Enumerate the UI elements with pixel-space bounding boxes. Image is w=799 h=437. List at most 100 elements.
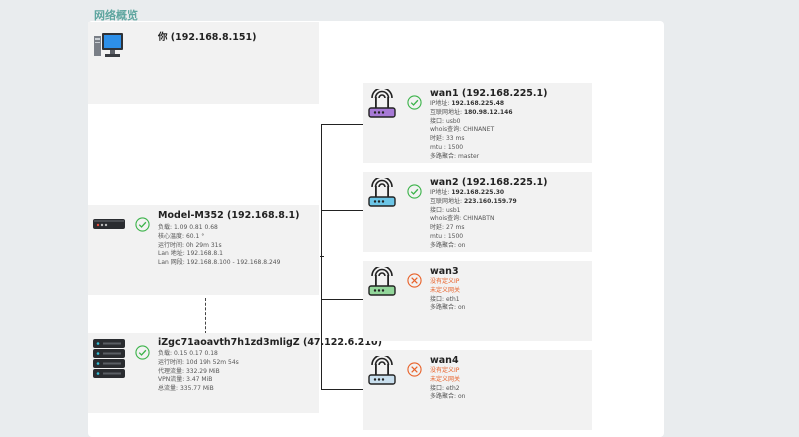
wan-card-2[interactable]: wan2 (192.168.225.1)IP地址: 192.168.225.30… — [363, 172, 592, 252]
wifi-router-icon — [368, 267, 396, 296]
wan-info-label: IP地址: — [430, 100, 452, 107]
page-title: 网络概览 — [94, 9, 138, 22]
router-card[interactable]: Model-M352 (192.168.8.1) 负载: 1.09 0.81 0… — [88, 205, 319, 295]
router-info-row: Lan 地址: 192.168.8.1 — [158, 250, 223, 258]
wan-info-label: mtu : — [430, 232, 448, 240]
wan-info-row: 接口: usb0 — [430, 118, 513, 127]
wan-info-row: IP地址: 192.168.225.30 — [430, 189, 517, 198]
check-circle-icon — [407, 184, 422, 199]
wifi-router-icon — [368, 356, 396, 385]
wan-info-value: on — [457, 304, 466, 312]
wan-info-row: 多路聚合: master — [430, 153, 513, 162]
wan-info-row: whois查询: CHINABTN — [430, 215, 517, 224]
wan-info-row: 多路聚合: on — [430, 393, 465, 402]
server-title: iZgc71aoavth7h1zd3mligZ (47.122.6.210) — [158, 337, 382, 348]
wan-info-label: 多路聚合: — [430, 304, 458, 312]
wifi-router-icon — [368, 89, 396, 118]
check-circle-icon — [135, 217, 150, 232]
client-card[interactable]: 你 (192.168.8.151) — [88, 22, 319, 104]
wan-info-label: mtu : — [430, 143, 448, 151]
desktop-computer-icon — [94, 33, 123, 57]
wan-info-value: master — [457, 152, 480, 160]
wan-warning-text: 未定义网关 — [430, 375, 461, 383]
wan-info-value: 223.160.159.79 — [463, 197, 517, 205]
router-info: 负载: 1.09 0.81 0.68 核心温度: 60.1 ° 运行时间: 0h… — [158, 224, 280, 268]
trunk-line — [321, 124, 322, 390]
wan-info-row: 互联网地址: 223.160.159.79 — [430, 198, 517, 207]
router-info-row: Lan 网段: 192.168.8.100 - 192.168.8.249 — [158, 259, 281, 267]
server-card[interactable]: iZgc71aoavth7h1zd3mligZ (47.122.6.210) 负… — [88, 333, 382, 413]
wan-info-row: 多路聚合: on — [430, 304, 465, 313]
server-info: 负载: 0.15 0.17 0.18 运行时间: 10d 19h 52m 54s… — [158, 350, 239, 394]
wan2-link-line — [321, 210, 365, 211]
wan-info-label: 接口: — [430, 206, 446, 214]
wan-info-value: usb0 — [445, 117, 461, 125]
router-info-row: 核心温度: 60.1 ° — [158, 232, 205, 240]
wan-info-row: 接口: usb1 — [430, 207, 517, 216]
check-circle-icon — [407, 95, 422, 110]
router-link-line — [320, 256, 324, 257]
wan-info-value: eth1 — [445, 295, 460, 303]
x-circle-icon — [407, 273, 422, 288]
server-info-row: 运行时间: 10d 19h 52m 54s — [158, 358, 239, 366]
wan-card-1[interactable]: wan1 (192.168.225.1)IP地址: 192.168.225.48… — [363, 83, 592, 163]
client-title: 你 (192.168.8.151) — [158, 32, 257, 43]
wan-info-value: usb1 — [445, 206, 461, 214]
wan-info-value: CHINANET — [463, 126, 495, 134]
wan-title: wan2 (192.168.225.1) — [430, 177, 548, 188]
wan-info-value: 1500 — [447, 232, 464, 240]
wan-info-row: 时延: 27 ms — [430, 224, 517, 233]
wan-warning-text: 未定义网关 — [430, 286, 461, 294]
wan-info-row: 接口: eth1 — [430, 296, 465, 305]
wan-info-label: whois查询: — [430, 126, 464, 134]
server-info-row: VPN流量: 3.47 MiB — [158, 376, 213, 384]
server-info-row: 代理流量: 332.29 MiB — [158, 367, 220, 375]
wan-info-value: CHINABTN — [463, 215, 495, 223]
router-info-row: 运行时间: 0h 29m 31s — [158, 241, 222, 249]
wan-info-label: 互联网地址: — [430, 197, 464, 205]
check-circle-icon — [135, 345, 150, 360]
wan-info-row: IP地址: 192.168.225.48 — [430, 100, 513, 109]
wan-info-row: 时延: 33 ms — [430, 135, 513, 144]
wan-info-value: 192.168.225.48 — [451, 100, 505, 107]
wan-info-row: mtu : 1500 — [430, 233, 517, 242]
wan4-link-line — [321, 389, 365, 390]
wan-info-label: 互联网地址: — [430, 108, 464, 116]
wan-info-row: 多路聚合: on — [430, 242, 517, 251]
wan-info-row: 互联网地址: 180.98.12.146 — [430, 109, 513, 118]
x-circle-icon — [407, 362, 422, 377]
wan-info-value: eth2 — [445, 384, 460, 392]
server-info-row: 负载: 0.15 0.17 0.18 — [158, 350, 218, 357]
wan-title: wan4 — [430, 355, 459, 366]
wan-title: wan1 (192.168.225.1) — [430, 88, 548, 99]
wan3-link-line — [321, 299, 365, 300]
router-device-icon — [93, 219, 125, 229]
server-info-row: 总流量: 335.77 MiB — [158, 385, 214, 393]
wan-info-row: 接口: eth2 — [430, 385, 465, 394]
wan-info-label: 多路聚合: — [430, 241, 458, 249]
wan-info-label: 接口: — [430, 295, 446, 303]
wan-warning-text: 没有定义IP — [430, 367, 460, 374]
tunnel-dashed-line — [205, 298, 206, 334]
wifi-router-icon — [368, 178, 396, 207]
wan-info-label: IP地址: — [430, 189, 452, 196]
wan-title: wan3 — [430, 266, 459, 277]
wan-info-label: 多路聚合: — [430, 152, 458, 160]
wan-info-label: 接口: — [430, 384, 446, 392]
wan1-link-line — [321, 124, 365, 125]
wan-info-value: 180.98.12.146 — [463, 108, 513, 116]
wan-info-row: mtu : 1500 — [430, 144, 513, 153]
wan-info-value: 192.168.225.30 — [451, 189, 505, 196]
wan-info-value: 27 ms — [445, 224, 465, 232]
router-info-row: 负载: 1.09 0.81 0.68 — [158, 224, 218, 231]
wan-info-label: 时延: — [430, 135, 446, 143]
wan-info-label: 接口: — [430, 117, 446, 125]
wan-info-value: 1500 — [447, 143, 464, 151]
wan-info-value: on — [457, 393, 466, 401]
router-title: Model-M352 (192.168.8.1) — [158, 210, 300, 221]
